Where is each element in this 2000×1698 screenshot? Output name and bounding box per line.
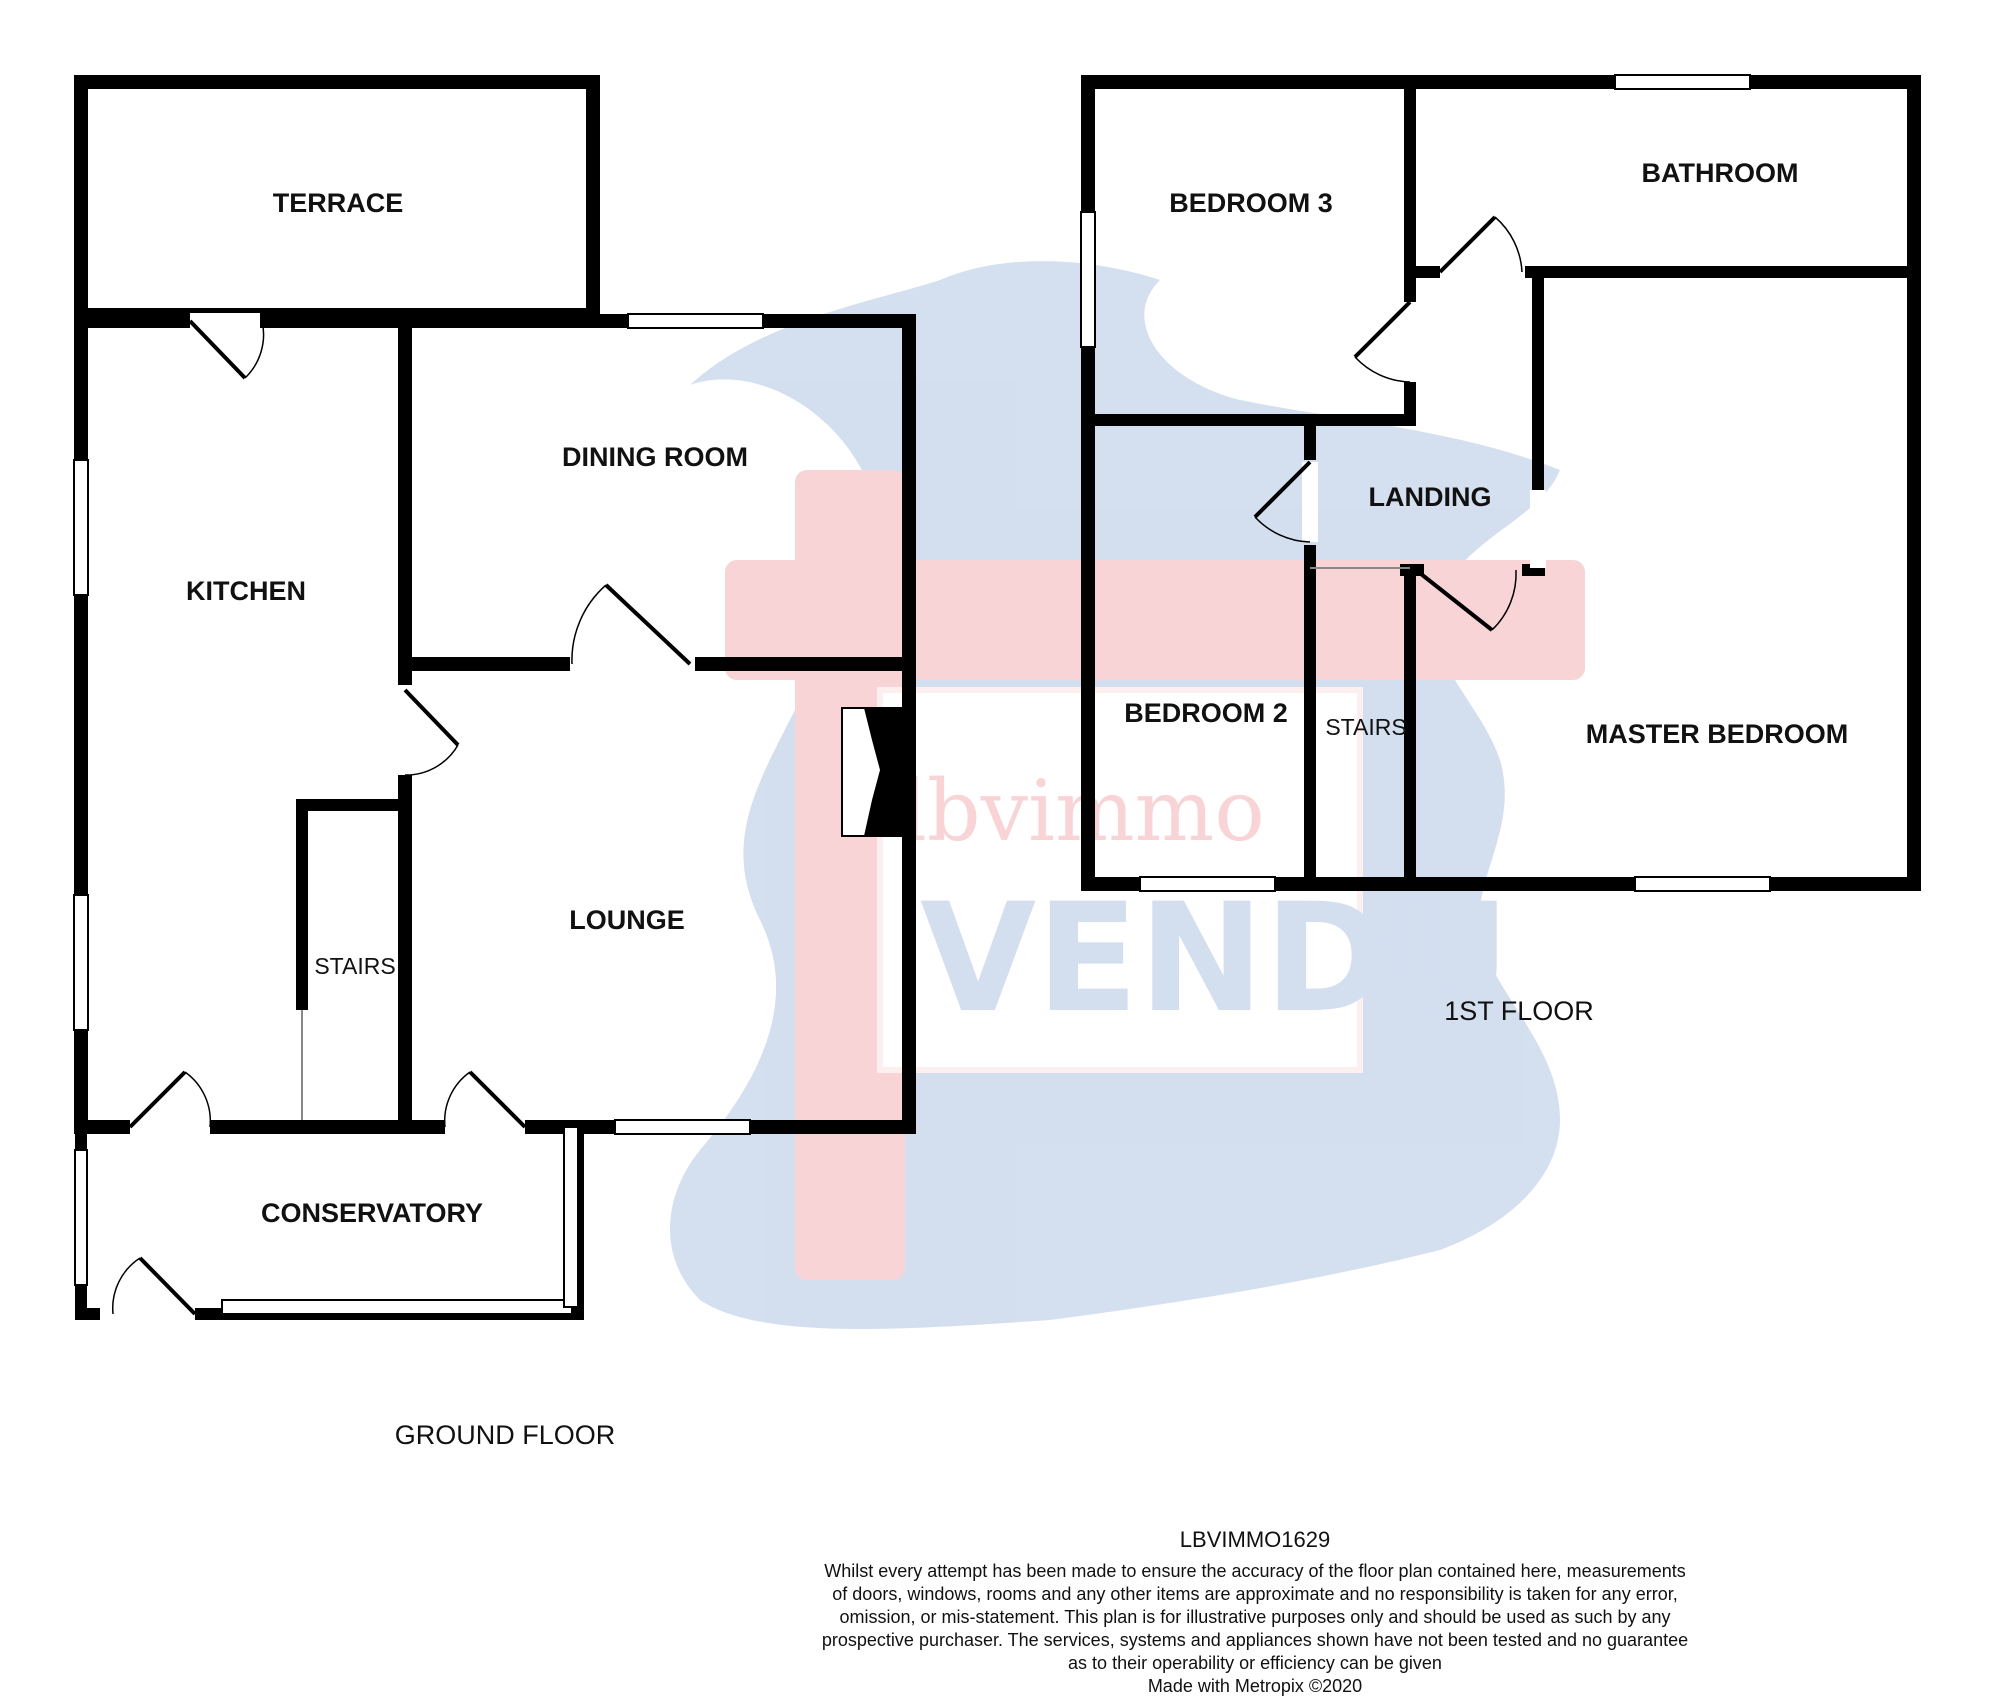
kitchen-outline [74,314,412,1134]
ground-stairs-wall [296,799,405,1010]
door-swings-first [1253,215,1523,632]
disclaimer-line: of doors, windows, rooms and any other i… [832,1584,1678,1604]
watermark-sign-arm [725,560,1585,680]
disclaimer-line: omission, or mis-statement. This plan is… [839,1607,1671,1627]
disclaimer-line: as to their operability or efficiency ca… [1068,1653,1442,1673]
first-floor-plan [1080,74,1921,892]
room-label-master-bedroom: MASTER BEDROOM [1586,719,1849,749]
room-label-terrace: TERRACE [273,188,404,218]
watermark-map-shape-icon [670,261,1560,1329]
room-label-lounge: LOUNGE [569,905,685,935]
bedroom-2-window [1139,876,1276,892]
ground-floor-label: GROUND FLOOR [395,1420,616,1450]
room-label-bedroom-2: BEDROOM 2 [1124,698,1288,728]
ground-floor-plan [73,75,916,1322]
room-label-bedroom-3: BEDROOM 3 [1169,188,1333,218]
door-swings-ground [111,319,692,1316]
disclaimer-line: prospective purchaser. The services, sys… [821,1630,1689,1650]
watermark-sign-post [795,470,905,1280]
kitchen-window-lower [73,894,89,1031]
room-label-kitchen: KITCHEN [186,576,306,606]
first-floor-label: 1ST FLOOR [1444,996,1594,1026]
disclaimer: Whilst every attempt has been made to en… [740,1560,1770,1698]
disclaimer-line: Whilst every attempt has been made to en… [824,1561,1686,1581]
room-label-dining-room: DINING ROOM [562,442,748,472]
fireplace-icon [841,707,903,837]
room-label-conservatory: CONSERVATORY [261,1198,483,1228]
master-bedroom-window [1634,876,1771,892]
room-label-bathroom: BATHROOM [1642,158,1799,188]
plan-reference: LBVIMMO1629 [1179,1527,1331,1552]
first-floor-outline [1081,75,1921,891]
watermark-status: VENDU [920,872,1510,1046]
kitchen-window-upper [73,459,89,596]
disclaimer-credit: Made with Metropix ©2020 [1147,1676,1363,1696]
bathroom-window [1614,74,1751,90]
room-label-landing: LANDING [1369,482,1492,512]
dining-room-window [627,313,764,329]
lounge-window [614,1119,751,1135]
conservatory-left-window [74,1149,88,1286]
room-label-ground-stairs: STAIRS [314,953,395,979]
conservatory-side-window [563,1126,579,1308]
conservatory-front-window [221,1299,573,1315]
bedroom-3-window [1080,211,1096,348]
room-label-first-stairs: STAIRS [1325,714,1406,740]
